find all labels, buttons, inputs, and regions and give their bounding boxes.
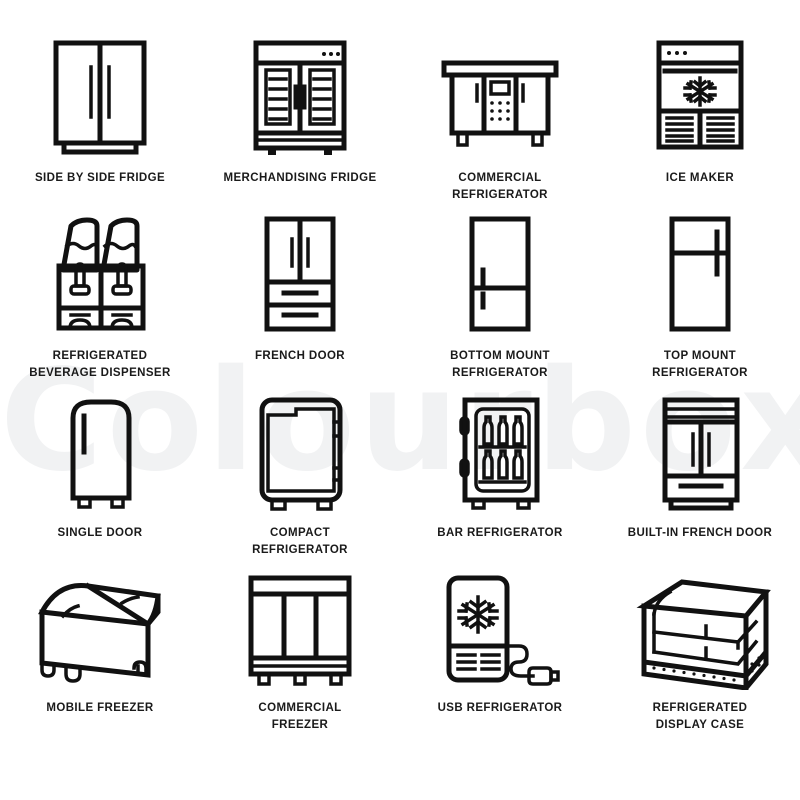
icon-cell-ice-maker[interactable]: ICE MAKER bbox=[600, 35, 800, 210]
icon-cell-bar-refrigerator[interactable]: BAR REFRIGERATOR bbox=[400, 390, 600, 570]
bottom-mount-refrigerator-icon bbox=[447, 210, 553, 338]
icon-cell-built-in-french-door[interactable]: BUILT-IN FRENCH DOOR bbox=[600, 390, 800, 570]
icon-label: FRENCH DOOR bbox=[254, 350, 345, 362]
top-mount-refrigerator-icon bbox=[647, 210, 753, 338]
icon-label: SIDE BY SIDE FRIDGE bbox=[34, 172, 166, 184]
icon-cell-mobile-freezer[interactable]: MOBILE FREEZER bbox=[0, 570, 200, 755]
side-by-side-fridge-icon bbox=[44, 35, 156, 160]
commercial-refrigerator-icon bbox=[438, 35, 562, 160]
french-door-icon bbox=[247, 210, 353, 338]
bar-refrigerator-icon bbox=[447, 390, 553, 515]
single-door-icon bbox=[47, 390, 153, 515]
built-in-french-door-icon bbox=[647, 390, 753, 515]
icon-label: MERCHANDISING FRIDGE bbox=[223, 172, 377, 184]
usb-refrigerator-icon bbox=[437, 570, 563, 690]
refrigerated-beverage-dispenser-icon bbox=[47, 210, 153, 338]
icon-label: MOBILE FREEZER bbox=[46, 702, 154, 714]
ice-maker-icon bbox=[647, 35, 753, 160]
icon-cell-single-door[interactable]: SINGLE DOOR bbox=[0, 390, 200, 570]
mobile-freezer-icon bbox=[30, 570, 170, 690]
icon-label: BAR REFRIGERATOR bbox=[437, 527, 563, 539]
icon-grid: SIDE BY SIDE FRIDGE bbox=[0, 35, 800, 755]
icon-cell-side-by-side-fridge[interactable]: SIDE BY SIDE FRIDGE bbox=[0, 35, 200, 210]
icon-cell-usb-refrigerator[interactable]: USB REFRIGERATOR bbox=[400, 570, 600, 755]
commercial-freezer-icon bbox=[241, 570, 359, 690]
icon-label: BUILT-IN FRENCH DOOR bbox=[627, 527, 773, 539]
merchandising-fridge-icon bbox=[244, 35, 356, 160]
icon-label: ICE MAKER bbox=[665, 172, 735, 184]
icon-label: USB REFRIGERATOR bbox=[437, 702, 563, 714]
icon-label: SINGLE DOOR bbox=[57, 527, 143, 539]
compact-refrigerator-icon bbox=[244, 390, 356, 515]
icon-cell-merchandising-fridge[interactable]: MERCHANDISING FRIDGE bbox=[200, 35, 400, 210]
refrigerated-display-case-icon bbox=[626, 570, 774, 690]
icon-cell-french-door[interactable]: FRENCH DOOR bbox=[200, 210, 400, 390]
